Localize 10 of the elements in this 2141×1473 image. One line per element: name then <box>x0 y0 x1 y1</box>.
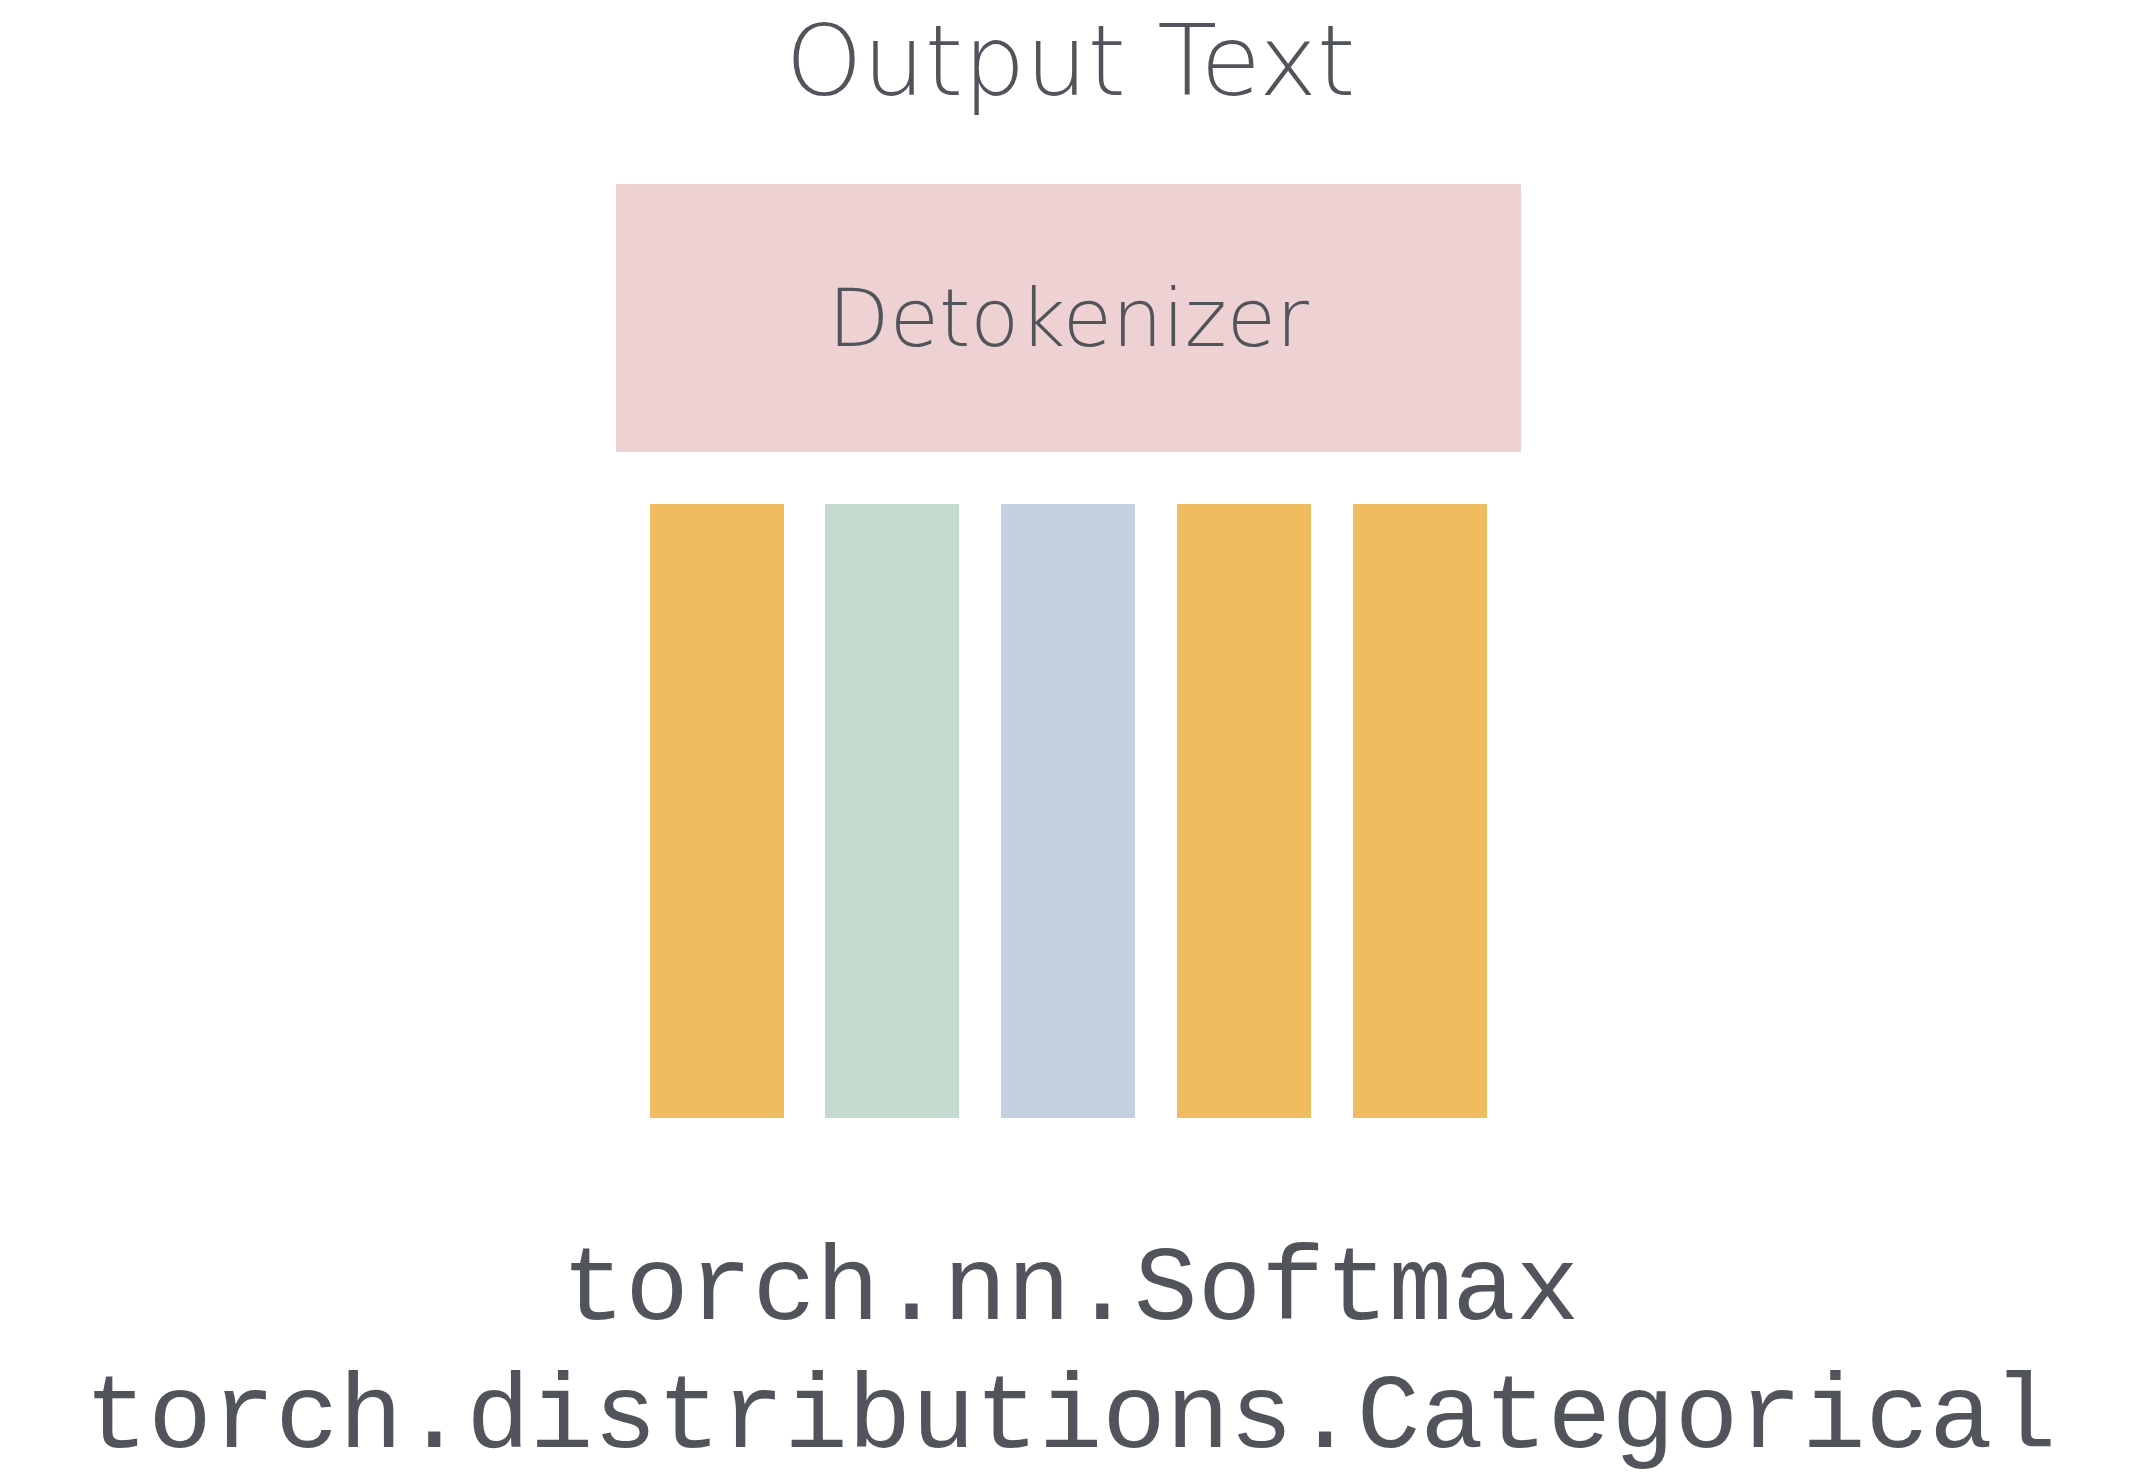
token-bar <box>650 504 784 1118</box>
code-label: torch.distributions.Categorical <box>83 1366 2058 1472</box>
process-box <box>616 184 1521 452</box>
token-bar <box>1353 504 1487 1118</box>
box-label: Detokenizer <box>828 271 1309 365</box>
heading: Output Text <box>784 8 1357 116</box>
token-bar <box>1001 504 1135 1118</box>
code-label: torch.nn.Softmax <box>560 1238 1581 1344</box>
token-bar <box>1177 504 1311 1118</box>
token-bar <box>825 504 959 1118</box>
